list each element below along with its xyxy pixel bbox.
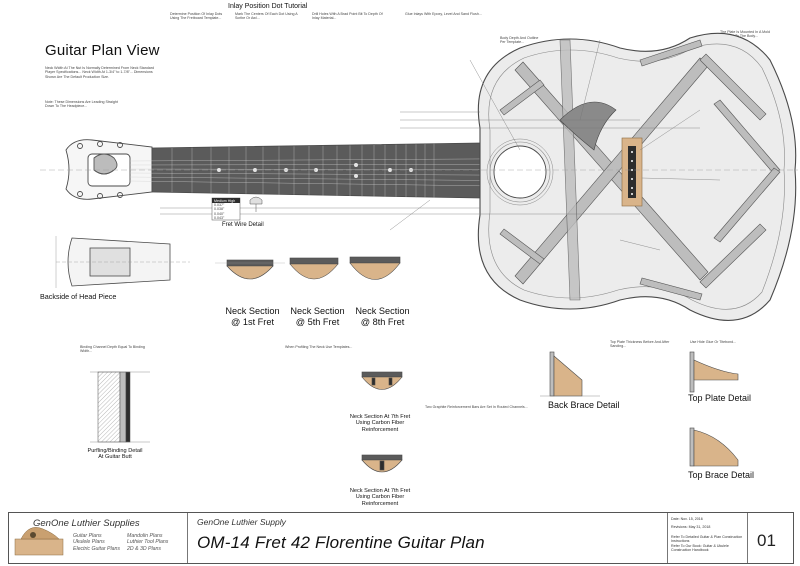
fret-row: 0.043" [214,216,225,221]
top-brace [689,427,739,467]
fret-table-header: Medium High [214,199,235,203]
inlay-note-3: Drill Holes With A Brad Point Bit To Dep… [312,12,383,21]
plan-revision: Revisions: May 31, 2018 [671,525,711,529]
plan-title: OM-14 Fret 42 Florentine Guitar Plan [197,533,485,552]
title-line: @ 1st Fret [230,316,275,327]
fret-wire-title: Fret Wire Detail [222,222,264,228]
head-backside [55,236,190,288]
plan-title-cell [187,513,668,563]
title-line: @ 8th Fret [360,316,405,327]
plan-notes: Refer To Detailed Guitar & Plan Construc… [671,535,745,553]
brand-products-2: Mandolin Plans Luthier Tool Plans 2D & 3… [127,533,168,552]
back-brace-title: Back Brace Detail [548,400,620,410]
plan-view-title: Guitar Plan View [45,42,160,59]
brand-products-1: Guitar Plans Ukulele Plans Electric Guit… [73,533,120,552]
inlay-note-4: Glue Inlays With Epoxy, Level And Sand F… [405,12,482,16]
brand-line: 2D & 3D Plans [127,545,162,552]
brand-line: Guitar Plans [73,533,102,539]
guitar-body [40,32,798,321]
neck-note: When Profiling The Neck Use Templates... [285,345,353,349]
cf-top-title: Neck Section At 7th Fret Using Carbon Fi… [330,414,430,433]
backside-head-title: Backside of Head Piece [40,292,117,301]
dates-cell [667,513,748,563]
brand-line: Ukulele Plans [73,539,105,546]
title-block: GenOne Luthier Supplies Guitar Plans Uku… [8,512,794,564]
body-note: Body Depth And Outline Per Template... [500,36,539,45]
top-brace-title: Top Brace Detail [688,470,755,480]
title-line: Reinforcement [361,500,399,507]
title-line: Neck Section At 7th Fret [349,414,411,420]
x-braces [499,39,781,301]
bridge [628,146,636,198]
top-plate [689,351,739,393]
cf-bottom-title: Neck Section At 7th Fret Using Carbon Fi… [330,488,430,507]
brand-name: GenOne Luthier Supplies [33,518,140,529]
top-plate-title: Top Plate Detail [688,393,752,403]
fret-row: 0.037" [214,203,225,207]
top-plate-note-2: Use Hide Glue Or Titebond... [690,340,737,344]
brand-line: Mandolin Plans [127,533,163,539]
back-brace [540,351,600,397]
cf-section-bottom [361,454,403,473]
fret-wire-table [211,197,241,221]
brand-line: Luthier Tool Plans [127,539,169,546]
fret-row: 0.038" [214,207,225,212]
top-plate-note: Top Plate Thickness Before And After San… [610,340,670,349]
title-line: Neck Section [225,306,280,316]
title-line: Reinforcement [361,426,399,433]
headstock-note: Note: These Dimensions Are Leading Strai… [45,100,118,109]
title-line: Using Carbon Fiber [355,420,405,427]
title-line: Neck Section [355,306,410,316]
neck-section-5th [289,257,339,280]
inlay-note-2: Mark The Centers Of Each Dot Using A Scr… [235,12,298,21]
cf-note-1: Two Graphite Reinforcement Bars Are Set … [425,405,528,409]
title-line: Purfling/Binding Detail [87,448,143,454]
purfling-title: Purfling/Binding Detail At Guitar Butt [70,448,160,461]
supply-name: GenOne Luthier Supply [197,517,286,527]
inlay-dots [217,163,413,178]
title-line: Neck Section At 7th Fret [349,488,411,494]
inlay-note-1: Determine Position Of Inlay Dots Using T… [170,12,223,21]
title-line: Using Carbon Fiber [355,494,405,501]
neck-section-1st [215,259,285,280]
brand-line: Electric Guitar Plans [73,545,120,552]
brand-logo-image [14,527,64,556]
neck [129,142,641,199]
title-line: Neck Section [290,306,345,316]
purfling-detail [90,371,150,443]
note-line: Refer To Our Book: Guitar & Ukulele Cons… [671,543,729,553]
plan-intro-note: Neck Width At The Nut Is Normally Determ… [45,66,154,79]
neck-section-8th-title: Neck Section @ 8th Fret [345,306,420,327]
fret-header-high: High [227,198,236,203]
brand-cell [9,513,188,563]
purfling-note: Binding Channel Depth Equal To Binding W… [80,345,145,354]
title-line: @ 5th Fret [295,316,340,327]
inlay-tutorial-title: Inlay Position Dot Tutorial [228,3,308,10]
title-line: At Guitar Butt [98,454,132,461]
fret-table-rows: 0.037" 0.038" 0.040" 0.043" [214,203,224,221]
note-line: Refer To Detailed Guitar & Plan Construc… [671,535,743,544]
pickguard [559,101,617,151]
sheet-number: 01 [757,531,776,550]
fret-header-medium: Medium [214,198,227,203]
headstock [65,139,153,200]
neck-section-1st-title: Neck Section @ 1st Fret [215,306,290,327]
neck-section-5th-title: Neck Section @ 5th Fret [280,306,355,327]
cf-section-top [361,371,403,390]
plan-date: Date: Nov. 15, 2016 [671,517,703,521]
fret-row: 0.040" [214,211,225,216]
neck-section-8th [349,256,401,280]
soundhole [493,145,547,199]
fret-wire-profiles [249,196,263,212]
